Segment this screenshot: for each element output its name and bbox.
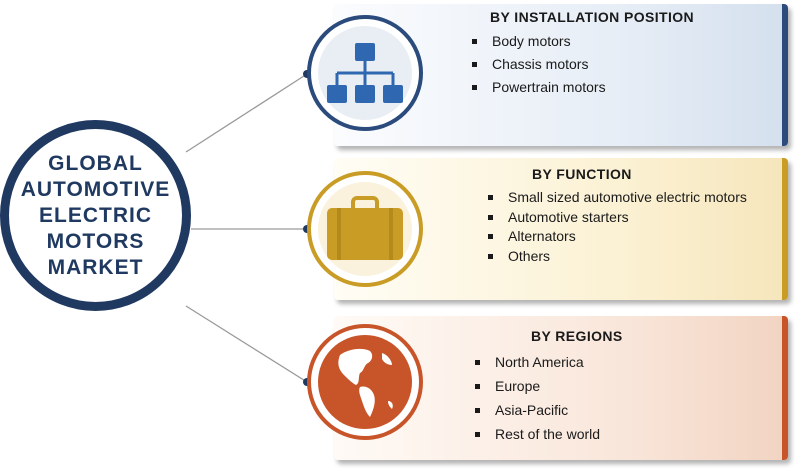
segment-list: North America Europe Asia-Pacific Rest o… [475, 353, 600, 449]
briefcase-icon [327, 196, 403, 260]
segment-title: BY REGIONS [531, 328, 623, 344]
connector-line-installation [185, 73, 308, 153]
list-item: Body motors [472, 32, 606, 55]
list-item: North America [475, 353, 600, 377]
globe-icon [338, 348, 393, 417]
segment-title: BY INSTALLATION POSITION [490, 9, 695, 25]
segment-list: Body motors Chassis motors Powertrain mo… [472, 32, 606, 101]
list-item: Powertrain motors [472, 78, 606, 101]
connector-line-regions [185, 305, 308, 383]
main-topic-circle: GLOBAL AUTOMOTIVE ELECTRIC MOTORS MARKET [0, 120, 191, 311]
segment-title: BY FUNCTION [532, 166, 632, 182]
list-item: Rest of the world [475, 425, 600, 449]
segment-icon-circle-regions [307, 324, 423, 440]
list-item: Others [488, 247, 748, 267]
segment-icon-circle-installation [307, 15, 423, 131]
main-title: GLOBAL AUTOMOTIVE ELECTRIC MOTORS MARKET [20, 151, 171, 279]
hierarchy-icon [327, 43, 403, 103]
list-item: Asia-Pacific [475, 401, 600, 425]
segment-list: Small sized automotive electric motors A… [488, 188, 748, 266]
list-item: Small sized automotive electric motors [488, 188, 748, 208]
list-item: Europe [475, 377, 600, 401]
segment-icon-circle-function [307, 171, 423, 287]
list-item: Chassis motors [472, 55, 606, 78]
list-item: Alternators [488, 227, 748, 247]
list-item: Automotive starters [488, 208, 748, 228]
